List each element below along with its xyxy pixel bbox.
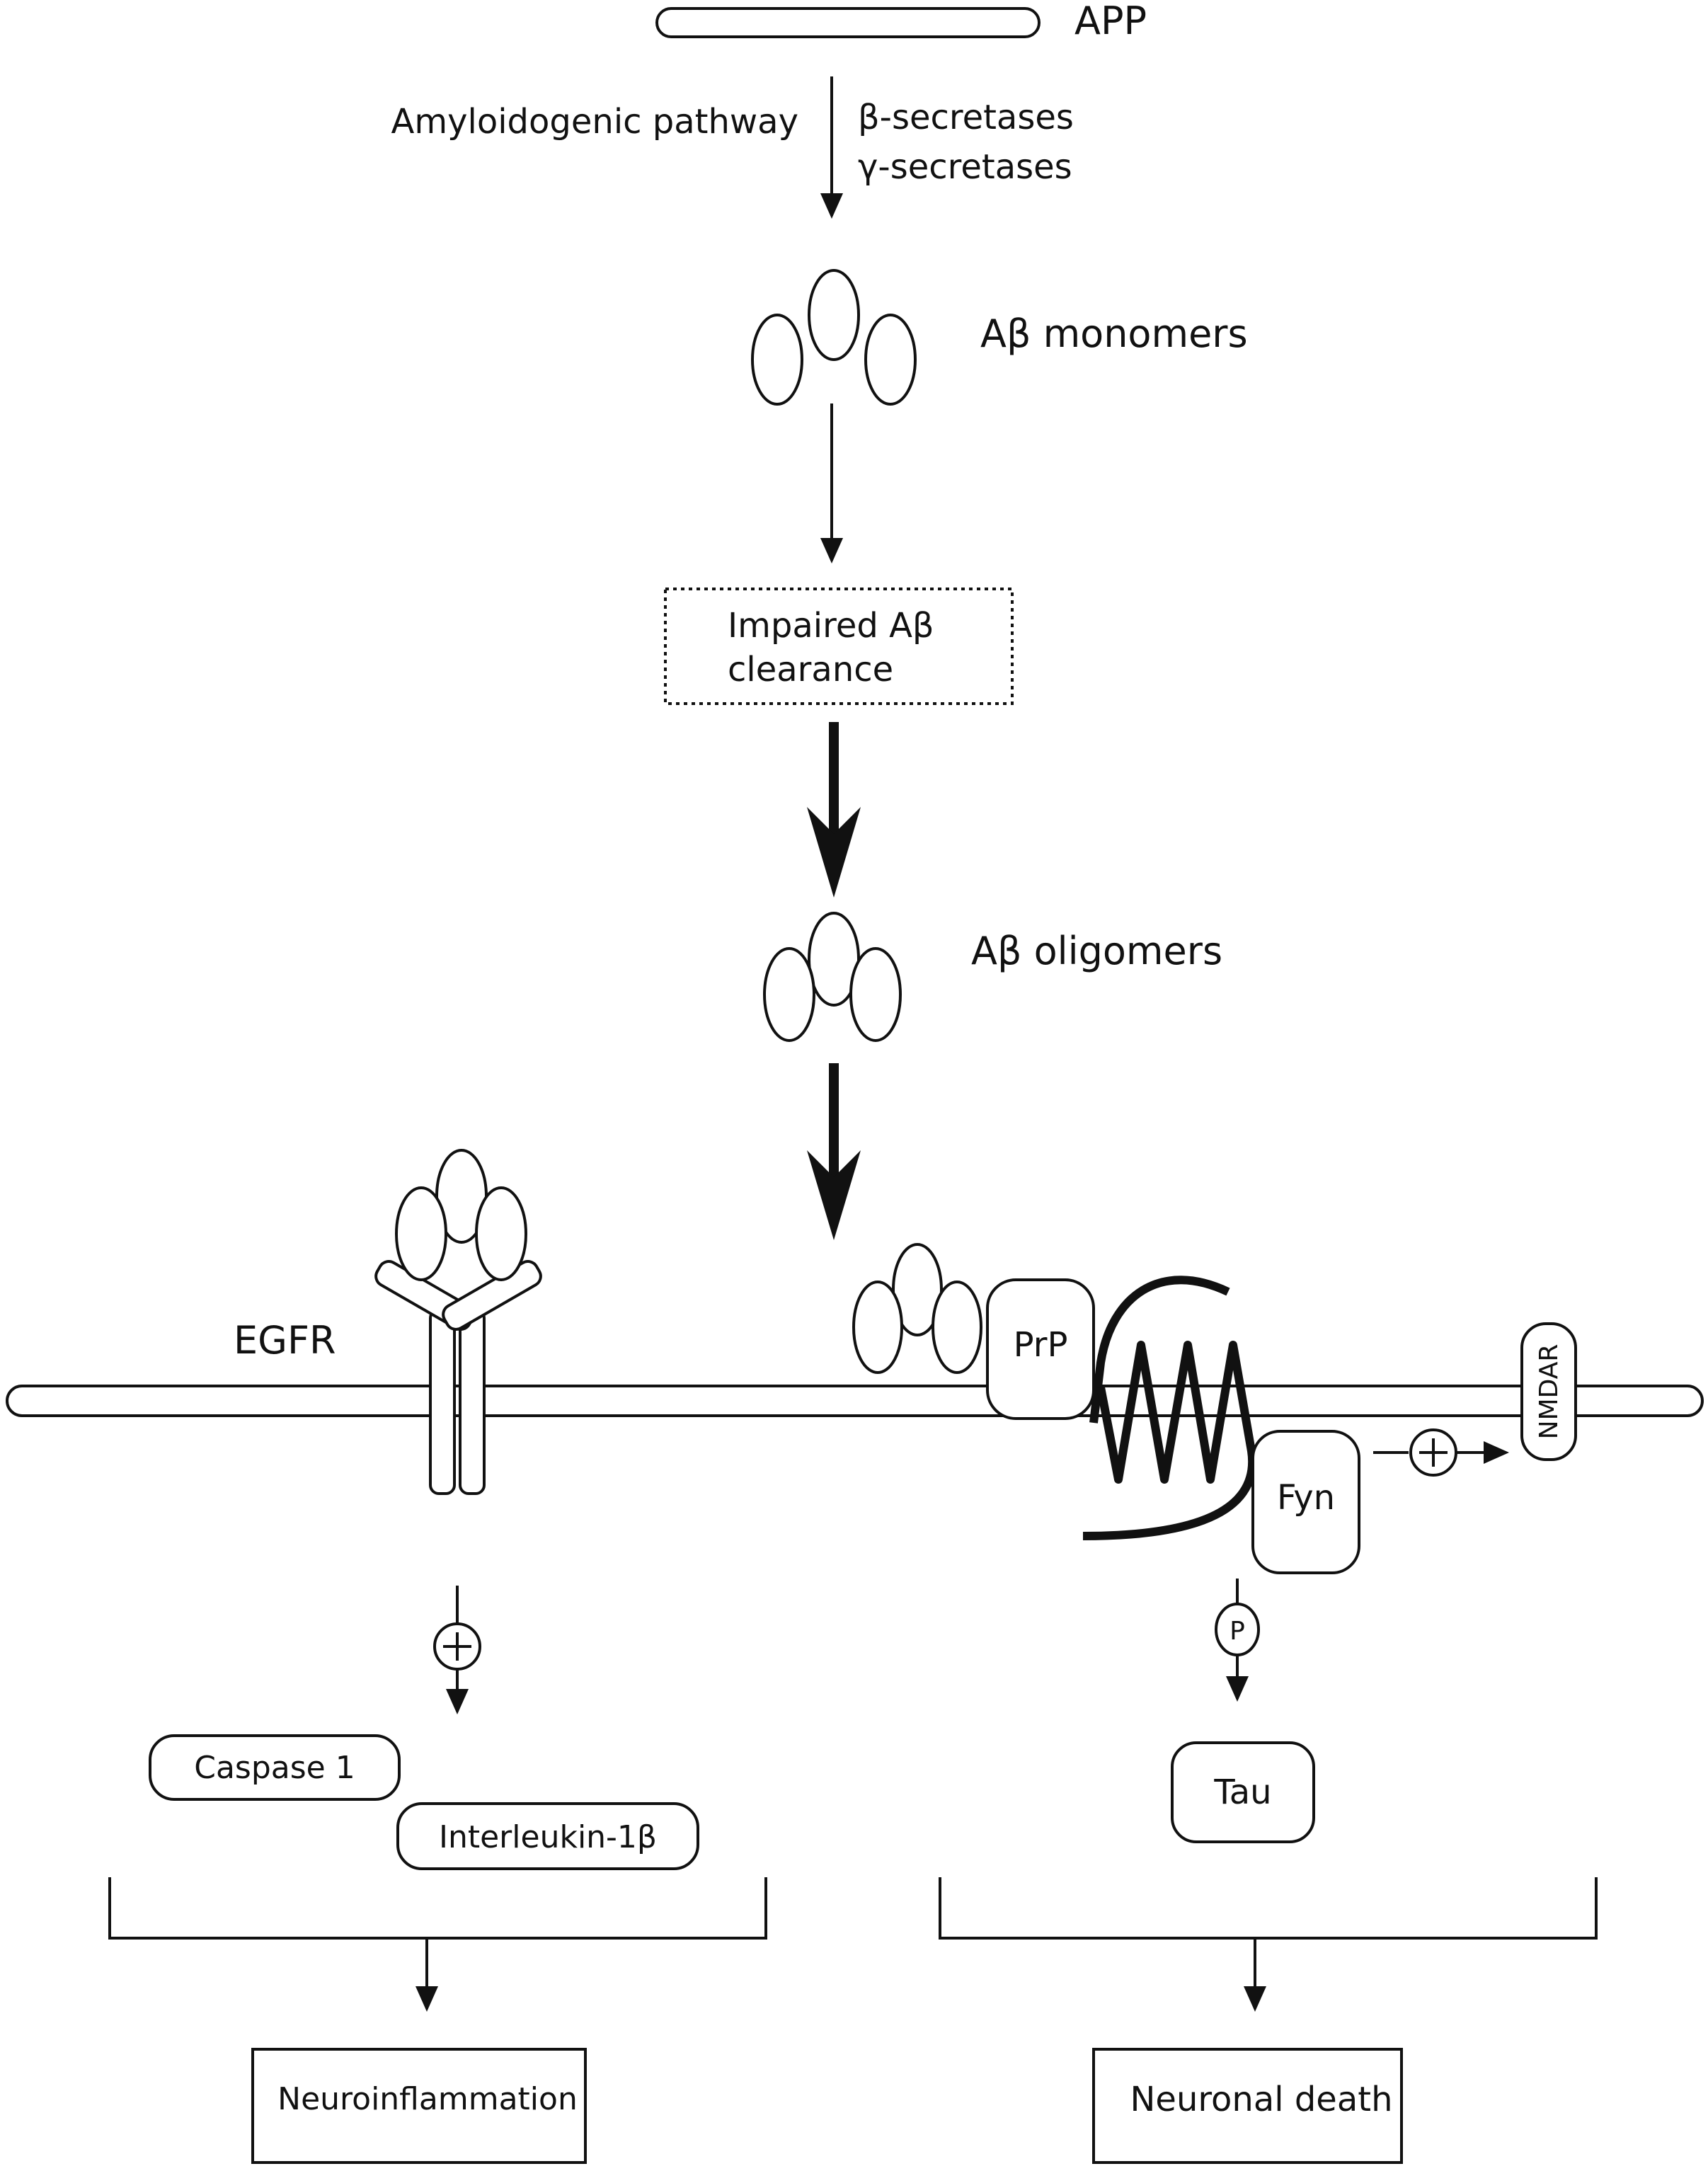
prp-box bbox=[986, 1278, 1095, 1420]
interleukin-label: Interleukin-1β bbox=[439, 1819, 657, 1855]
egfr-bound-oligomers-icon bbox=[395, 1149, 527, 1281]
abeta-oligomers-label: Aβ oligomers bbox=[971, 929, 1222, 973]
clearance-to-oligomers-arrow-head bbox=[807, 807, 861, 898]
oligomers-to-membrane-arrow-head bbox=[807, 1150, 861, 1240]
fyn-box bbox=[1251, 1430, 1360, 1574]
neuronal-death-label: Neuronal death bbox=[1130, 2080, 1393, 2119]
fyn-label: Fyn bbox=[1277, 1478, 1335, 1518]
neuroinflammation-label: Neuroinflammation bbox=[277, 2081, 578, 2117]
abeta-monomers-icon bbox=[751, 269, 917, 406]
nmdar-label: NMDAR bbox=[1535, 1344, 1564, 1440]
impaired-clearance-box bbox=[664, 588, 1014, 705]
cell-membrane bbox=[6, 1385, 1704, 1417]
nmdar-receptor bbox=[1520, 1322, 1577, 1461]
amyloidogenic-pathway-label: Amyloidogenic pathway bbox=[391, 102, 798, 142]
app-bar bbox=[655, 7, 1041, 38]
tau-label: Tau bbox=[1213, 1772, 1271, 1812]
caspase1-box bbox=[149, 1734, 401, 1801]
right-bracket bbox=[939, 1877, 1598, 1940]
left-bracket bbox=[108, 1877, 767, 1940]
neuronal-death-box bbox=[1092, 2048, 1403, 2164]
transmembrane-helices bbox=[1082, 1341, 1257, 1540]
gamma-secretases-label: γ-secretases bbox=[858, 147, 1072, 187]
neuroinflammation-box bbox=[251, 2048, 587, 2164]
prp-label: PrP bbox=[1014, 1325, 1068, 1365]
egfr-label: EGFR bbox=[234, 1318, 336, 1363]
abeta-monomers-label: Aβ monomers bbox=[980, 311, 1248, 356]
tau-box bbox=[1171, 1741, 1315, 1843]
impaired-clearance-line1: Impaired Aβ bbox=[728, 606, 934, 646]
phospho-label: P bbox=[1230, 1617, 1245, 1646]
transmembrane-receptor bbox=[1089, 1276, 1230, 1424]
caspase1-label: Caspase 1 bbox=[194, 1750, 355, 1786]
impaired-clearance-line2: clearance bbox=[728, 650, 893, 689]
interleukin-box bbox=[396, 1802, 699, 1870]
app-label: APP bbox=[1074, 0, 1147, 43]
beta-secretases-label: β-secretases bbox=[858, 98, 1074, 137]
abeta-oligomers-icon bbox=[763, 912, 902, 1042]
prp-bound-oligomers-icon bbox=[852, 1243, 982, 1374]
egfr-receptor bbox=[374, 1260, 542, 1495]
